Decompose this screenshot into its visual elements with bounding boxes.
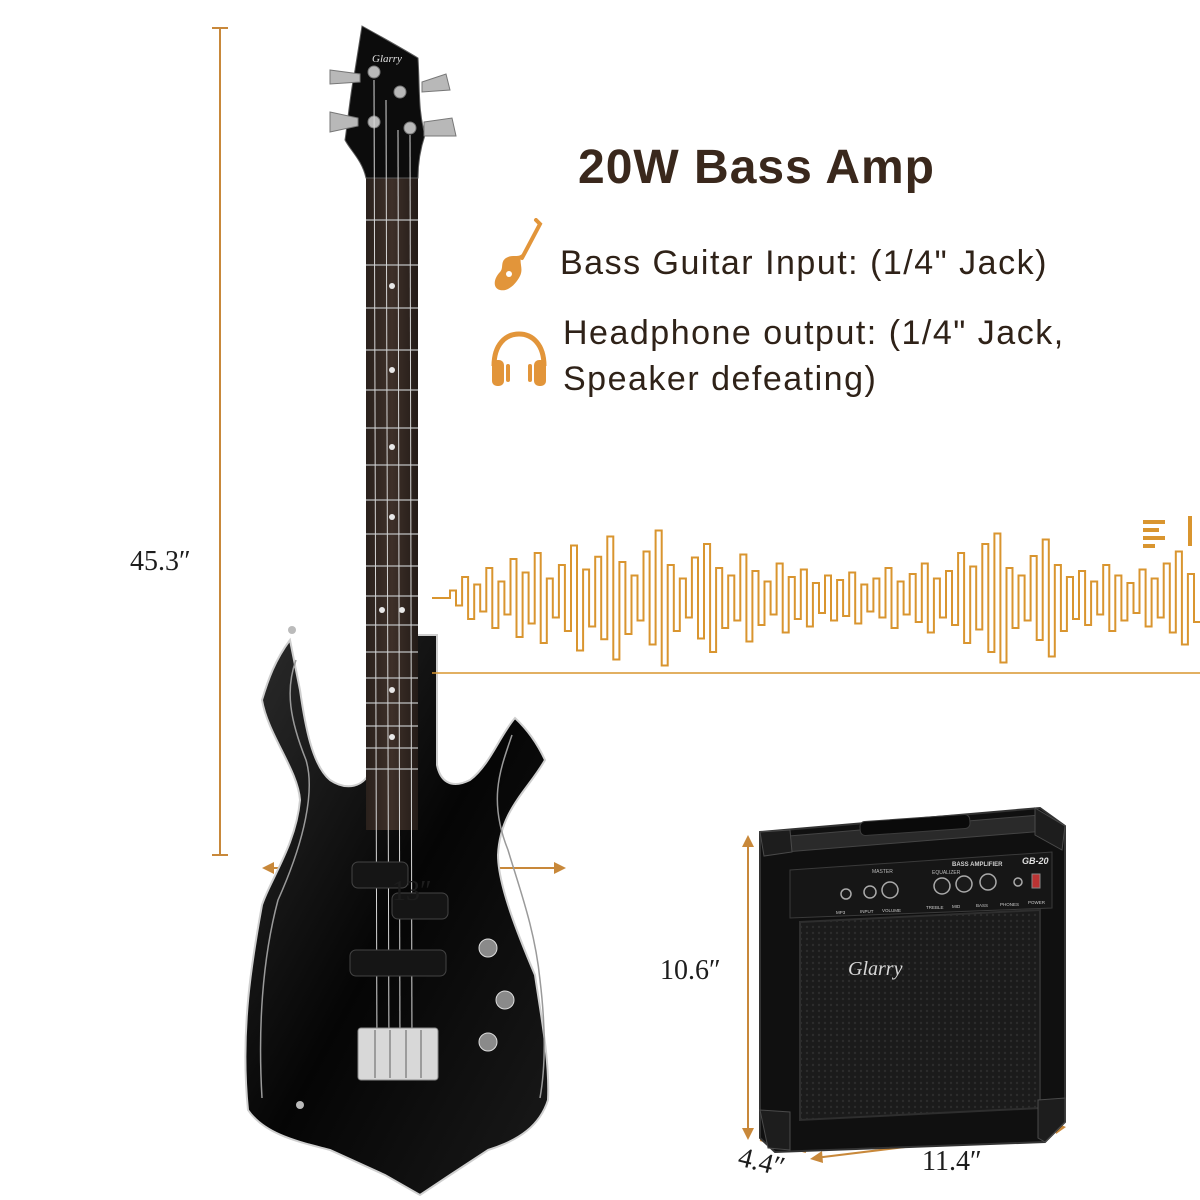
bass-amplifier: BASS AMPLIFIER EQUALIZER GB-20 MASTER MP… — [759, 806, 1066, 1154]
sound-wave-path — [432, 529, 1200, 667]
split-pickup — [391, 892, 449, 920]
amp-power-switch — [1031, 873, 1041, 889]
feature-headphone-output-line1: Headphone output: (1/4" Jack, — [563, 314, 1065, 352]
guitar-width-label: 13″ — [392, 876, 432, 907]
amp-label-mid: MID — [952, 904, 961, 909]
amp-panel-title: BASS AMPLIFIER — [952, 862, 1003, 868]
neck-pickup — [351, 861, 409, 889]
guitar-headstock — [344, 25, 426, 179]
headstock-logo: Glarry — [372, 53, 402, 65]
amp-label-power: POWER — [1028, 900, 1046, 905]
amp-width-label: 11.4″ — [922, 1146, 982, 1177]
page-title: 20W Bass Amp — [578, 141, 935, 194]
sound-wave — [432, 529, 1200, 667]
blend-knob — [478, 1032, 498, 1052]
amp-model: GB-20 — [1022, 856, 1049, 866]
amp-label-phones: PHONES — [1000, 902, 1019, 907]
amp-handle — [859, 814, 971, 836]
amp-logo: Glarry — [848, 958, 903, 980]
tone-knob — [495, 990, 515, 1010]
guitar-bridge — [357, 1027, 439, 1081]
headphones-icon — [488, 330, 550, 390]
feature-bass-input: Bass Guitar Input: (1/4" Jack) — [560, 244, 1048, 282]
amp-label-input: INPUT — [860, 909, 874, 914]
feature-headphone-output-line2: Speaker defeating) — [563, 360, 878, 398]
bass-guitar: Glarry — [244, 25, 550, 1197]
wave-edge-marks — [1143, 516, 1192, 548]
amp-speaker-grille — [799, 908, 1041, 1122]
amp-height-label: 10.6″ — [660, 955, 721, 986]
amp-knobs — [840, 873, 1023, 900]
amp-label-treble: TREBLE — [926, 905, 944, 910]
amp-panel-subtitle: EQUALIZER — [932, 870, 961, 876]
amp-control-panel — [789, 851, 1053, 919]
guitar-icon — [492, 218, 544, 298]
guitar-height-dimension — [212, 27, 228, 856]
volume-knob — [478, 938, 498, 958]
amp-control-labels: MP3 INPUT VOLUME TREBLE MID BASS PHONES POWER — [836, 900, 1046, 915]
amp-label-volume: VOLUME — [882, 908, 901, 913]
amp-label-bass: BASS — [976, 903, 988, 908]
bridge-pickup — [349, 949, 447, 977]
amp-height-dimension — [742, 835, 754, 1140]
guitar-height-label: 45.3″ — [130, 546, 191, 577]
amp-master-label: MASTER — [872, 869, 893, 875]
amp-label-mp3: MP3 — [836, 910, 846, 915]
